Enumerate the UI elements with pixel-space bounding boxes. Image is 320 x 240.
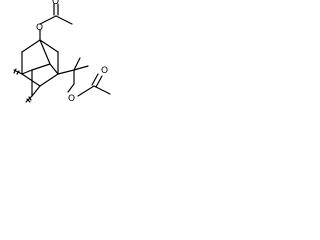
bond-cage-2 <box>39 39 59 53</box>
bond-ester-o-carbonyl-upper <box>39 15 57 25</box>
atom-o-upper-ester: O <box>36 23 43 33</box>
bond-lower-carbonyl-methyl <box>93 85 111 95</box>
atom-o-lower-carbonyl: O <box>101 66 108 76</box>
bond-lower-oxygen-to-carbonyl <box>77 85 95 97</box>
atom-o-upper-carbonyl: O <box>52 0 59 7</box>
bond-quaternary-methyl-up <box>73 57 81 71</box>
bond-carbonyl-methyl-upper <box>55 15 73 25</box>
bond-lower-carbonyl-double-b <box>95 75 103 88</box>
atom-o-lower-ester: O <box>68 94 75 104</box>
bond-cage-10 <box>49 63 59 75</box>
bond-cage-1 <box>21 39 41 53</box>
stereo-hash-bottom <box>25 95 33 103</box>
bond-ch2-to-lower-oxygen <box>67 83 75 93</box>
bond-cage-to-quaternary <box>57 69 75 75</box>
bond-lower-carbonyl-double-a <box>91 73 99 86</box>
bond-cage-9 <box>31 63 51 71</box>
bond-cage-12 <box>31 85 41 97</box>
bond-cage-3 <box>39 39 51 65</box>
bond-quaternary-methyl-right <box>73 65 89 71</box>
bond-cage-7 <box>39 73 59 87</box>
bond-cage-8 <box>21 69 33 75</box>
bond-cage-6 <box>21 73 41 87</box>
stereo-hash-left <box>13 68 23 75</box>
molecule-structure: O O O O <box>13 0 111 104</box>
